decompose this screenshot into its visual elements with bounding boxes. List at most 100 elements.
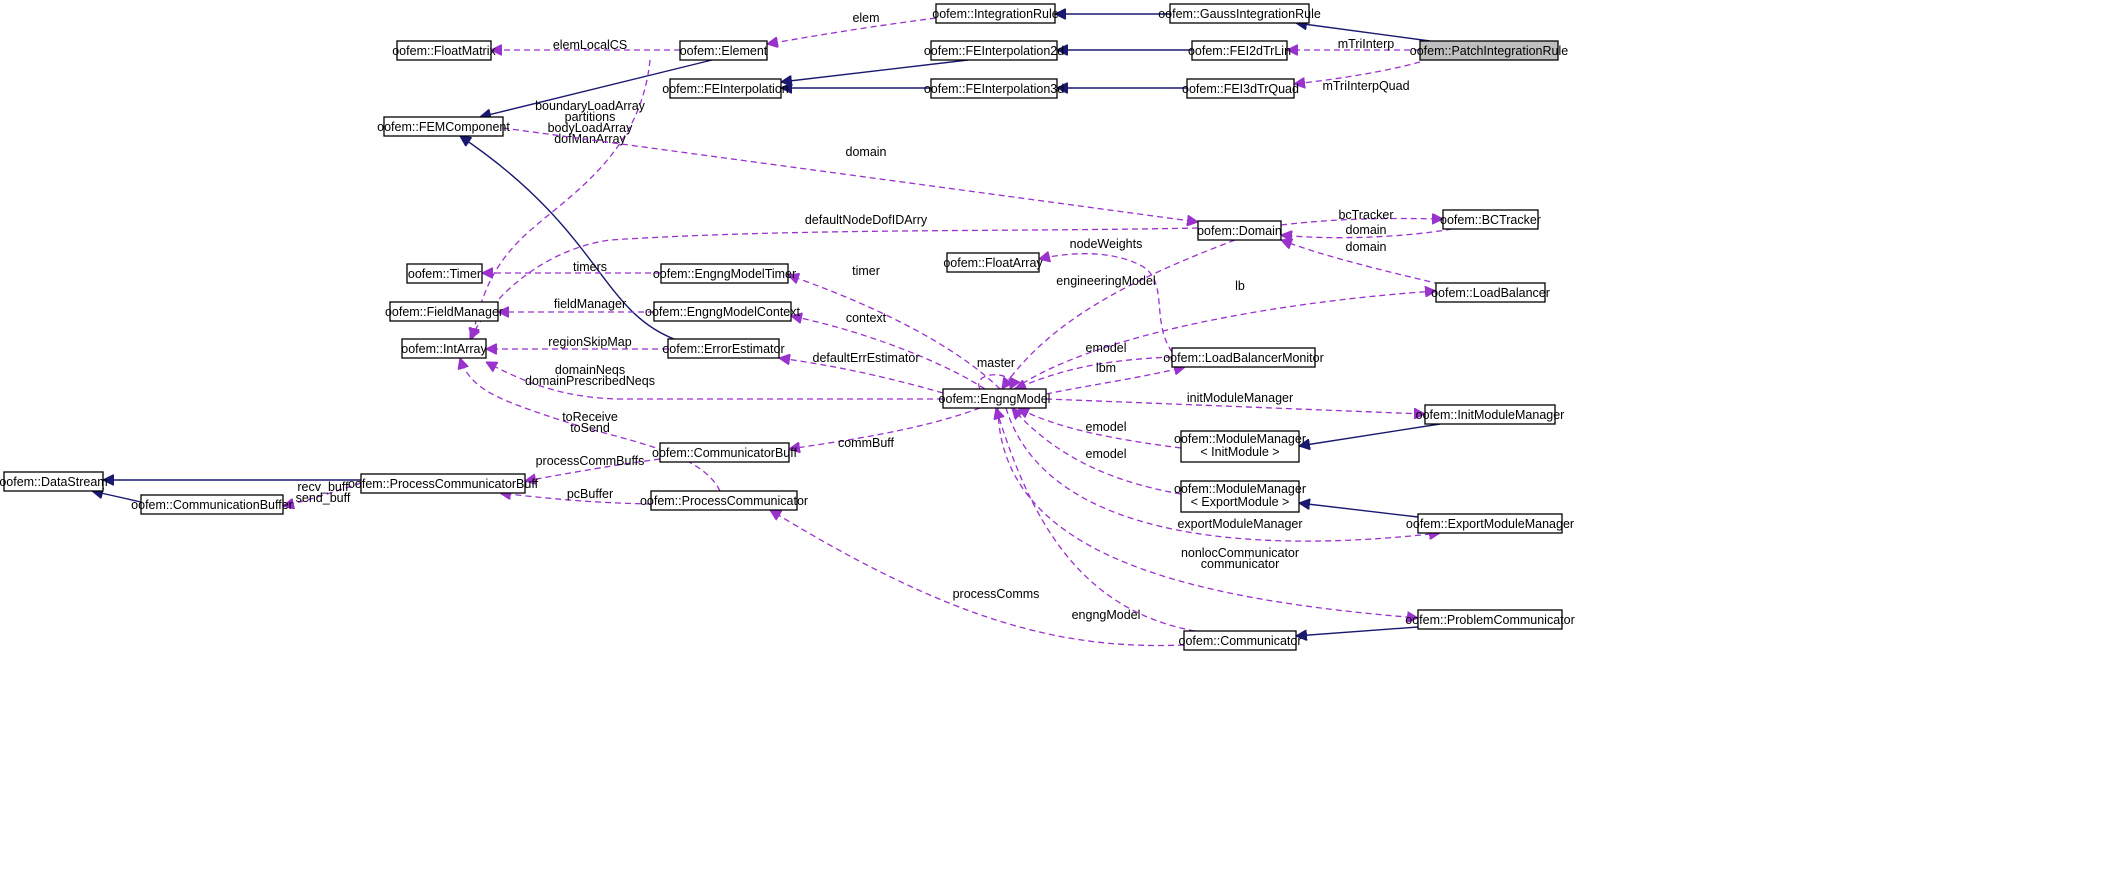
edge-label-m-tri-interp-quad: mTriInterpQuad	[1322, 79, 1409, 93]
class-node-label: oofem::InitModuleManager	[1416, 408, 1565, 422]
class-node-femcomponent[interactable]: oofem::FEMComponent	[377, 116, 510, 137]
class-node-load-balancer[interactable]: oofem::LoadBalancer	[1431, 282, 1550, 303]
edge-label-loadbalancer-domain: domain	[1346, 240, 1387, 254]
class-node-label: oofem::ProcessCommunicator	[640, 494, 808, 508]
class-node-error-estimator[interactable]: oofem::ErrorEstimator	[662, 338, 785, 359]
class-node-label: oofem::FloatMatrix	[392, 44, 496, 58]
class-node-box	[679, 40, 768, 61]
class-node-element[interactable]: oofem::Element	[679, 40, 768, 61]
edge-label-engineering-model: engineeringModel	[1056, 274, 1155, 288]
class-node-export-module-manager[interactable]: oofem::ExportModuleManager	[1406, 513, 1574, 534]
edge-label-domain-femcomp: domain	[846, 145, 887, 159]
inheritance-edge-initmodulemanager-modulemanager	[1299, 423, 1441, 446]
edge-label-bctracker-domain: domain	[1346, 223, 1387, 237]
class-node-domain[interactable]: oofem::Domain	[1197, 220, 1282, 241]
class-node-communicator[interactable]: oofem::Communicator	[1179, 630, 1302, 651]
class-node-communicator-buff[interactable]: oofem::CommunicatorBuff	[652, 442, 798, 463]
edge-label-pc-buffer: pcBuffer	[567, 487, 613, 501]
class-node-label: oofem::Communicator	[1179, 634, 1302, 648]
edge-label-lb: lb	[1235, 279, 1245, 293]
class-node-label: oofem::EngngModelContext	[645, 305, 800, 319]
usage-edge-emodel-init	[1018, 407, 1182, 449]
usage-edge-emodel-lbm	[1015, 356, 1173, 389]
class-node-timer[interactable]: oofem::Timer	[406, 263, 483, 284]
class-node-init-module-manager[interactable]: oofem::InitModuleManager	[1416, 404, 1565, 425]
class-node-integration-rule[interactable]: oofem::IntegrationRule	[932, 3, 1059, 24]
usage-edge-default-err-estimator	[779, 358, 944, 394]
class-node-label: oofem::EngngModel	[939, 392, 1051, 406]
class-node-label: oofem::EngngModelTimer	[653, 267, 796, 281]
class-node-float-matrix[interactable]: oofem::FloatMatrix	[392, 40, 496, 61]
edge-label-m-tri-interp: mTriInterp	[1338, 37, 1395, 51]
usage-edge-pc-buffer	[500, 493, 652, 505]
class-node-gauss-integration-rule[interactable]: oofem::GaussIntegrationRule	[1158, 3, 1321, 24]
class-node-feinterpolation2d[interactable]: oofem::FEInterpolation2d	[924, 40, 1064, 61]
class-node-feinterpolation[interactable]: oofem::FEInterpolation	[662, 78, 789, 99]
class-node-box	[1417, 513, 1563, 534]
class-node-label: oofem::GaussIntegrationRule	[1158, 7, 1321, 21]
inheritance-edge-patch-gauss	[1296, 23, 1431, 42]
class-node-load-balancer-monitor[interactable]: oofem::LoadBalancerMonitor	[1163, 347, 1324, 368]
edge-label-field-manager: fieldManager	[554, 297, 626, 311]
usage-edge-domain-femcomp	[502, 127, 1198, 222]
class-node-label: oofem::FEInterpolation2d	[924, 44, 1064, 58]
class-node-patch-integration-rule[interactable]: oofem::PatchIntegrationRule	[1410, 40, 1568, 61]
class-node-label: oofem::FEI3dTrQuad	[1182, 82, 1299, 96]
edge-label-emodel-export: emodel	[1086, 447, 1127, 461]
class-node-engng-model[interactable]: oofem::EngngModel	[939, 388, 1051, 409]
edge-label-bc-tracker: bcTracker	[1338, 208, 1393, 222]
class-node-bctracker[interactable]: oofem::BCTracker	[1440, 209, 1541, 230]
class-node-box	[669, 78, 782, 99]
class-node-process-communicator[interactable]: oofem::ProcessCommunicator	[640, 490, 808, 511]
class-node-label: oofem::BCTracker	[1440, 213, 1541, 227]
class-node-box	[1180, 430, 1300, 463]
usage-edge-process-comm-buffs	[525, 458, 661, 481]
class-node-box	[1191, 40, 1288, 61]
class-node-label: oofem::ModuleManager< ExportModule >	[1174, 482, 1306, 509]
class-node-process-communicator-buff[interactable]: oofem::ProcessCommunicatorBuff	[348, 473, 539, 494]
class-node-box	[930, 78, 1058, 99]
class-node-label: oofem::ErrorEstimator	[662, 342, 784, 356]
class-node-box	[3, 471, 104, 492]
class-node-engng-model-timer[interactable]: oofem::EngngModelTimer	[653, 263, 796, 284]
usage-edge-node-weights	[1039, 254, 1173, 353]
nodes-layer: oofem::PatchIntegrationRule oofem::GaussI…	[0, 3, 1575, 651]
usage-edge-lb	[1013, 291, 1436, 390]
class-node-engng-model-context[interactable]: oofem::EngngModelContext	[645, 301, 800, 322]
class-node-communication-buffer[interactable]: oofem::CommunicationBuffer	[131, 494, 293, 515]
edge-label-region-skip-map: regionSkipMap	[548, 335, 631, 349]
class-node-fei2d-tr-lin[interactable]: oofem::FEI2dTrLin	[1188, 40, 1291, 61]
usage-edge-comm-buff	[789, 407, 981, 449]
class-node-module-manager-export[interactable]: oofem::ModuleManager< ExportModule >	[1174, 480, 1306, 513]
usage-edge-lbm	[1045, 367, 1185, 395]
class-node-fei3d-tr-quad[interactable]: oofem::FEI3dTrQuad	[1182, 78, 1299, 99]
edge-label-elem-local-cs: elemLocalCS	[553, 38, 627, 52]
edge-label-emodel-lbm: emodel	[1086, 341, 1127, 355]
class-node-box	[140, 494, 284, 515]
class-node-field-manager[interactable]: oofem::FieldManager	[385, 301, 503, 322]
inheritance-edge-feinterp2d-feinterp	[781, 59, 969, 82]
class-node-int-array[interactable]: oofem::IntArray	[401, 338, 487, 359]
class-node-problem-communicator[interactable]: oofem::ProblemCommunicator	[1405, 609, 1575, 630]
class-node-module-manager-init[interactable]: oofem::ModuleManager< InitModule >	[1174, 430, 1306, 463]
class-node-float-array[interactable]: oofem::FloatArray	[943, 252, 1043, 273]
usage-edge-element-intarray	[472, 59, 651, 339]
usage-edge-export-module-manager	[1005, 407, 1440, 542]
class-node-label: oofem::IntArray	[401, 342, 487, 356]
class-node-label: oofem::FEI2dTrLin	[1188, 44, 1291, 58]
class-node-box	[1197, 220, 1282, 241]
class-node-data-stream[interactable]: oofem::DataStream	[0, 471, 108, 492]
inheritance-edge-errorestimator-femcomponent	[460, 136, 675, 340]
usage-edge-timer	[788, 275, 1001, 390]
class-node-box	[406, 263, 483, 284]
edge-label-context: context	[846, 311, 887, 325]
class-node-feinterpolation3d[interactable]: oofem::FEInterpolation3d	[924, 78, 1064, 99]
class-node-box	[653, 301, 792, 322]
class-node-label: oofem::Element	[680, 44, 768, 58]
usage-edge-bctracker-domain	[1281, 228, 1453, 238]
inheritance-edge-exportmodulemanager-modulemanager	[1299, 503, 1419, 518]
class-node-label: oofem::FieldManager	[385, 305, 503, 319]
usage-edge-domain-neqs	[486, 362, 943, 400]
